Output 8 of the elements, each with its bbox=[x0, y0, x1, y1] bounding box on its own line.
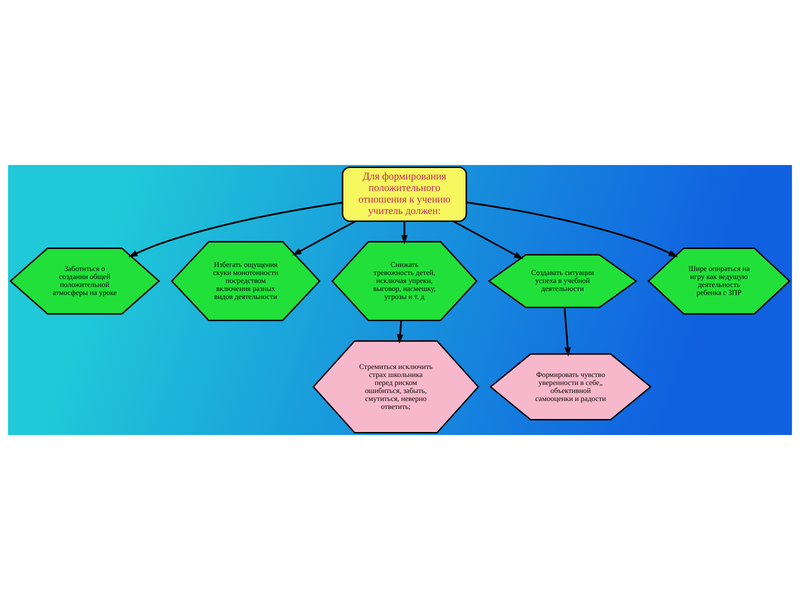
arrow bbox=[128, 202, 343, 258]
arrow bbox=[564, 307, 571, 357]
arrow bbox=[401, 221, 408, 244]
arrow bbox=[292, 220, 356, 256]
node-box: Для формирования положительного отношения к учению учитель должен: bbox=[342, 166, 468, 222]
arrow bbox=[452, 220, 524, 260]
arrow bbox=[396, 320, 404, 344]
arrow bbox=[466, 201, 678, 258]
